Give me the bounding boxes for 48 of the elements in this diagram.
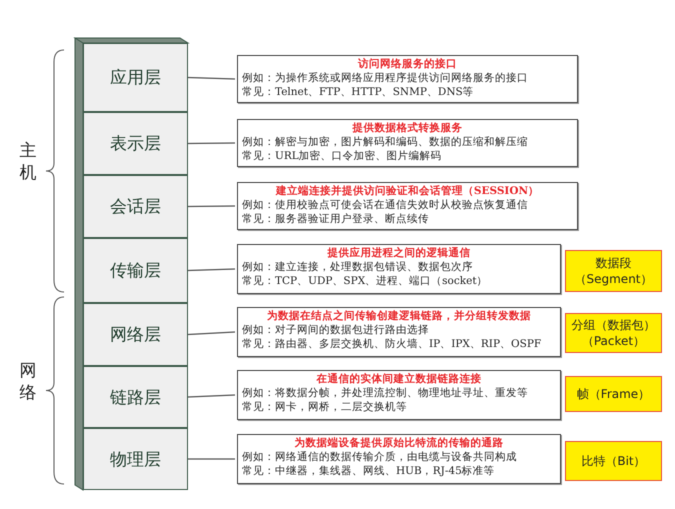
description-box: [237, 370, 561, 420]
description-text: 例如：为操作系统或网络应用程序提供访问网络服务的接口: [242, 71, 529, 85]
description-box: [237, 119, 578, 167]
connector-line: [188, 205, 235, 208]
description-text: 常见：TCP、UDP、SPX、进程、端口（socket）: [242, 274, 489, 288]
description-box: [237, 55, 578, 103]
description-text: 常见：URL加密、口令加密、图片编解码: [242, 149, 443, 163]
description-text: 常见：路由器、多层交换机、防火墙、IP、IPX、RIP、OSPF: [242, 337, 542, 351]
description-text: 例如：使用校验点可使会话在通信失效时从校验点恢复通信: [242, 198, 529, 212]
connector-line: [188, 458, 235, 460]
connector-line: [188, 142, 235, 144]
layer-box: 网络层: [83, 303, 188, 366]
group-label: 主机: [18, 140, 38, 184]
description-text: 例如：网络通信的数据传输介质，由电缆与设备共同构成: [242, 450, 518, 464]
description-box: [237, 182, 578, 230]
description-heading: 建立端连接并提供访问验证和会话管理（SESSION）: [274, 184, 540, 198]
data-unit-box: 数据段（Segment）: [565, 250, 662, 292]
description-text: 常见：中继器，集线器、网线、HUB，RJ-45标准等: [242, 464, 496, 478]
description-heading: 为数据在结点之间传输创建逻辑链路，并分组转发数据: [266, 309, 532, 323]
layer-box: 物理层: [83, 428, 188, 490]
data-unit-box: 帧（Frame）: [565, 376, 662, 412]
connector-line: [188, 331, 236, 336]
connector-line: [188, 76, 236, 80]
description-heading: 提供数据格式转换服务: [351, 121, 464, 135]
data-unit-box: 分组（数据包）（Packet）: [565, 313, 662, 353]
data-unit-box: 比特（Bit）: [565, 441, 662, 481]
description-text: 例如：对子网间的数据包进行路由选择: [242, 323, 430, 337]
layer-box: 链路层: [83, 366, 188, 428]
layer-box: 表示层: [83, 112, 188, 175]
description-box: [237, 307, 561, 357]
description-text: 例如：解密与加密，图片解码和编码、数据的压缩和解压缩: [242, 135, 529, 149]
description-heading: 为数据端设备提供原始比特流的传输的通路: [294, 436, 504, 450]
description-box: [237, 434, 561, 484]
connector-line: [188, 394, 236, 398]
description-text: 常见：Telnet、FTP、HTTP、SNMP、DNS等: [242, 85, 475, 99]
layer-box: 传输层: [83, 238, 188, 303]
group-label: 网络: [18, 360, 38, 404]
description-heading: 提供应用进程之间的逻辑通信: [326, 246, 472, 260]
connector-line: [188, 268, 236, 272]
description-box: [237, 244, 561, 294]
description-text: 常见：网卡，网桥，二层交换机等: [242, 400, 408, 414]
description-text: 例如：将数据分帧，并处理流控制、物理地址寻址、重发等: [242, 386, 529, 400]
layer-box: 应用层: [83, 43, 188, 112]
description-text: 例如：建立连接，处理数据包错误、数据包次序: [242, 260, 474, 274]
description-text: 常见：服务器验证用户登录、断点续传: [242, 212, 430, 226]
description-heading: 在通信的实体间建立数据链路连接: [316, 372, 482, 386]
layer-box: 会话层: [83, 175, 188, 238]
description-heading: 访问网络服务的接口: [356, 57, 458, 71]
